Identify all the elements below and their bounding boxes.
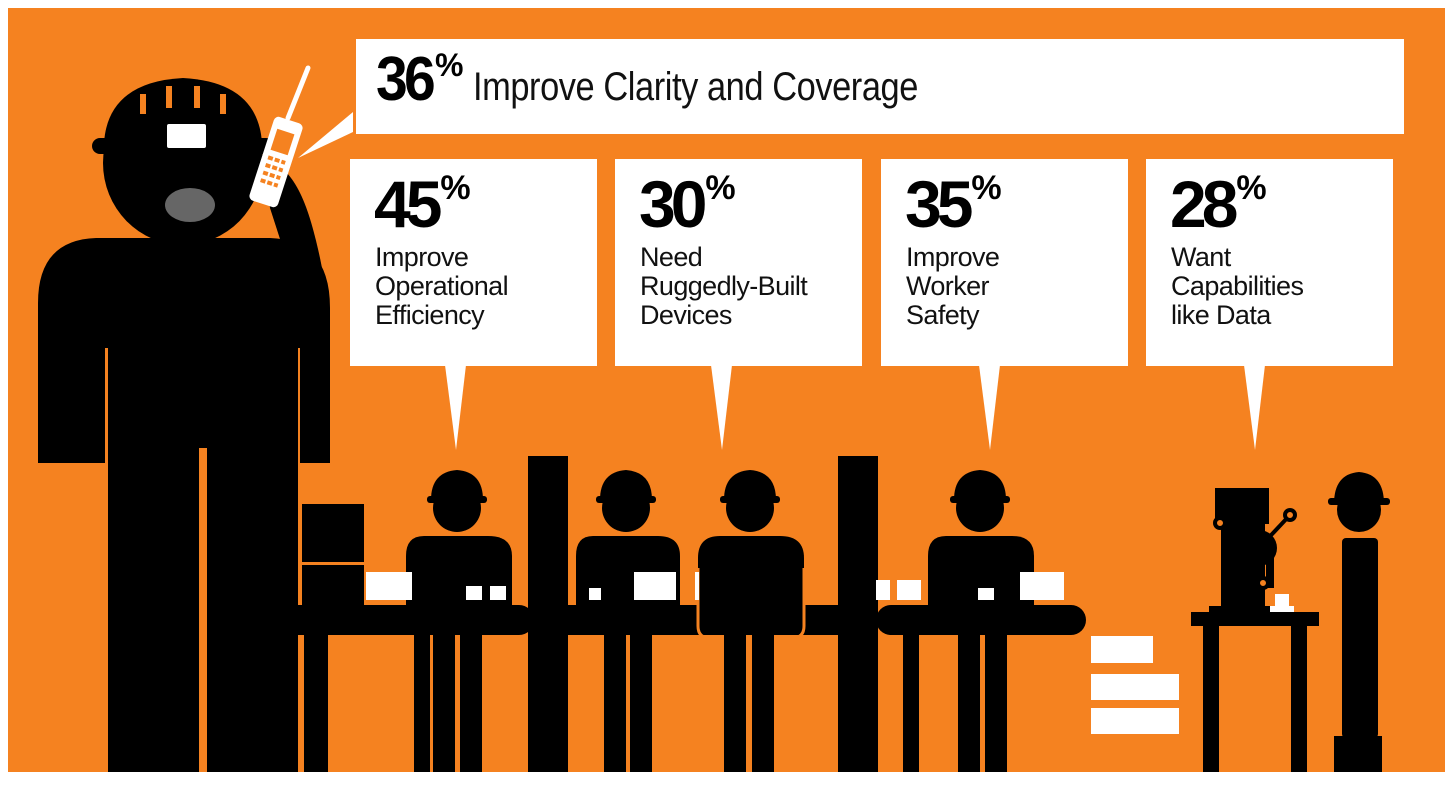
workpiece [1275, 594, 1289, 606]
headline-bubble: 36%Improve Clarity and Coverage [356, 39, 1404, 134]
stat-label-line: Improve [906, 242, 1000, 272]
worker-mouth [165, 188, 215, 222]
product-boxes [366, 572, 1064, 600]
stat-label-line: Want [1171, 242, 1231, 272]
headline-line: 36%Improve Clarity and Coverage [376, 49, 991, 111]
stat-label-line: Ruggedly-Built [640, 271, 808, 301]
stat-bubble-rugged-devices: 30% Need Ruggedly-Built Devices [615, 159, 862, 366]
drill-press-handles [1213, 508, 1297, 590]
hat-badge [167, 124, 206, 148]
stat-percent: % [705, 169, 736, 207]
stat-label-line: Improve [375, 242, 469, 272]
stat-label-line: Capabilities [1171, 271, 1304, 301]
stat-percent: % [440, 169, 471, 207]
stat-label: Want Capabilities like Data [1171, 242, 1304, 330]
stat-label: Improve Operational Efficiency [375, 242, 509, 330]
stat-label-line: Safety [906, 300, 980, 330]
stat-label-line: Devices [640, 300, 732, 330]
stat-value: 28 [1170, 167, 1238, 241]
stat-tail-2 [711, 365, 732, 450]
stat-percent: % [971, 169, 1002, 207]
headline-value: 36 [376, 45, 436, 114]
stat-label: Need Ruggedly-Built Devices [640, 242, 808, 330]
stacked-box-icon [1091, 636, 1179, 734]
stat-label-line: like Data [1171, 300, 1271, 330]
stat-tail-1 [445, 365, 466, 450]
top-bubble-tail [298, 112, 353, 158]
stat-tail-3 [979, 365, 1000, 450]
stat-value: 45 [374, 167, 442, 241]
stat-label-line: Need [640, 242, 703, 272]
headline-percent: % [434, 47, 464, 83]
stat-value: 30 [639, 167, 707, 241]
drill-press-icon [1191, 488, 1319, 772]
foreground-worker-icon [38, 78, 330, 772]
stat-bubble-worker-safety: 35% Improve Worker Safety [881, 159, 1128, 366]
stat-bubble-operational-efficiency: 45% Improve Operational Efficiency [350, 159, 597, 366]
stat-tail-4 [1244, 365, 1265, 450]
stat-percent: % [1236, 169, 1267, 207]
stat-label-line: Worker [906, 271, 990, 301]
stat-bubble-data-capabilities: 28% Want Capabilities like Data [1146, 159, 1393, 366]
leg-gap [199, 448, 207, 772]
stat-value: 35 [905, 167, 973, 241]
headline-label: Improve Clarity and Coverage [473, 65, 919, 109]
workpiece-base [1270, 606, 1294, 612]
stat-label: Improve Worker Safety [906, 242, 1000, 330]
standing-worker-icon [1328, 472, 1390, 772]
two-way-radio-icon [249, 65, 311, 208]
stat-label-line: Operational [375, 271, 509, 301]
infographic-canvas: 36%Improve Clarity and Coverage 45% Impr… [8, 8, 1445, 772]
scene-illustration [38, 65, 1390, 772]
stat-label-line: Efficiency [375, 300, 485, 330]
